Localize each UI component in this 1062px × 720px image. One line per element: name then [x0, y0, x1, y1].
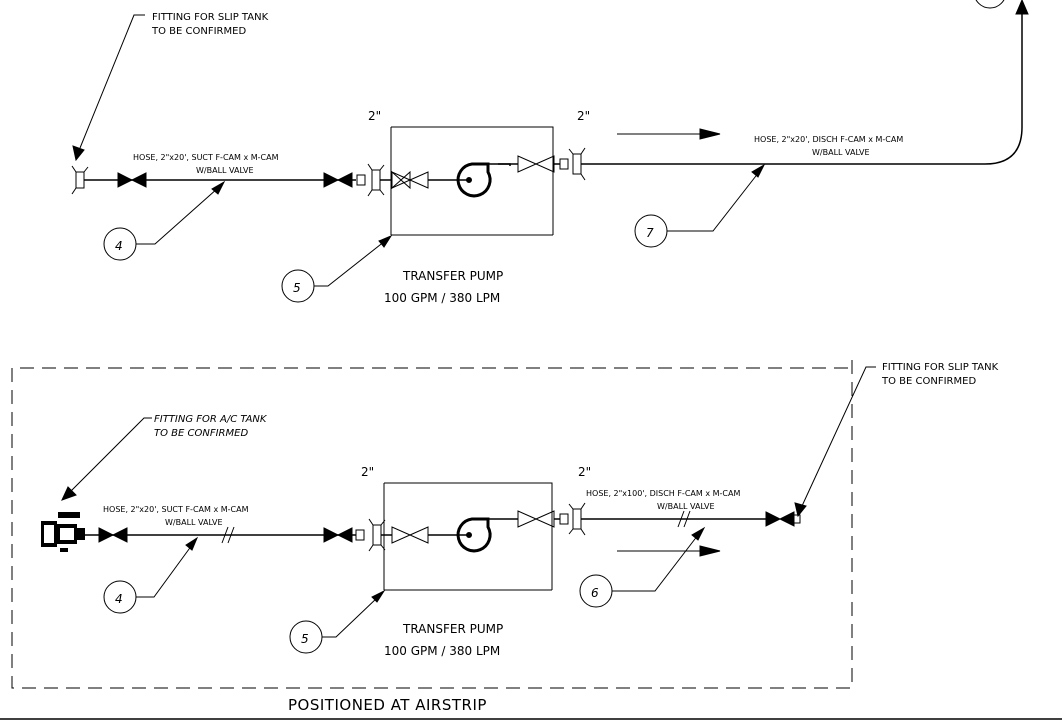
bottom-discharge-hose-line1: HOSE, 2"x100', DISCH F-CAM x M-CAM	[586, 489, 740, 498]
airstrip-label: POSITIONED AT AIRSTRIP	[288, 696, 487, 714]
bottom-inlet-coupling-icon	[355, 529, 365, 541]
bottom-discharge-break-icon	[677, 510, 691, 528]
airstrip-boundary	[11, 360, 853, 689]
top-discharge-hose-line	[581, 12, 1023, 165]
bottom-inlet-size: 2"	[361, 465, 374, 479]
bottom-callout-4-label: 4	[115, 592, 123, 606]
top-flow-arrow-icon	[699, 128, 721, 140]
bottom-outlet-coupling-icon	[559, 513, 569, 525]
bottom-right-fitting-note: FITTING FOR SLIP TANK TO BE CONFIRMED	[794, 362, 999, 518]
bottom-discharge-hose-line2: W/BALL VALVE	[657, 502, 715, 511]
bottom-camlock-coupling-icon	[41, 512, 85, 552]
top-discharge-hose-line1: HOSE, 2"x20', DISCH F-CAM x M-CAM	[754, 135, 903, 144]
top-offscreen-callout	[975, 0, 1005, 9]
top-fitting-note-line1: FITTING FOR SLIP TANK	[152, 12, 269, 23]
top-outlet-size: 2"	[577, 109, 590, 123]
bottom-callout-5-label: 5	[301, 632, 309, 646]
bottom-flow-arrow-icon	[699, 545, 721, 557]
bottom-pump-title: TRANSFER PUMP	[402, 622, 503, 636]
bottom-assembly: POSITIONED AT AIRSTRIP FITTING FOR SLIP …	[11, 360, 999, 714]
bottom-pump-enclosure	[383, 482, 553, 591]
bottom-right-fitting-arrow-icon	[794, 502, 807, 518]
bottom-outlet-size: 2"	[578, 465, 591, 479]
bottom-outlet-gate-valve-icon	[517, 510, 555, 528]
top-callout-5-arrow-icon	[378, 234, 393, 248]
bottom-callout-5-arrow-icon	[371, 589, 386, 603]
top-fitting-note-line2: TO BE CONFIRMED	[151, 26, 246, 37]
top-fitting-leader-arrow-icon	[72, 145, 85, 162]
top-pump-title: TRANSFER PUMP	[402, 269, 503, 283]
top-fitting-note: FITTING FOR SLIP TANK TO BE CONFIRMED	[72, 12, 269, 162]
bottom-right-fitting-line2: TO BE CONFIRMED	[881, 376, 976, 387]
bottom-callout-6-label: 6	[591, 586, 599, 600]
bottom-left-fitting-arrow-icon	[61, 486, 77, 501]
bottom-callout-6: 6	[579, 526, 706, 608]
top-ball-valve-2-icon	[323, 172, 340, 188]
top-callout-5: 5	[281, 234, 393, 303]
top-centrifugal-pump-icon	[444, 162, 492, 198]
bottom-ball-valve-1-icon	[98, 527, 115, 543]
top-ball-valve-1-icon	[117, 172, 134, 188]
bottom-slip-tank-fitting-icon	[793, 514, 801, 524]
top-callout-4: 4	[103, 180, 226, 261]
bottom-inlet-gate-valve-icon	[391, 526, 429, 544]
bottom-callout-4-arrow-icon	[185, 536, 199, 551]
top-callout-7-label: 7	[646, 226, 654, 240]
top-callout-4-label: 4	[115, 239, 123, 253]
bottom-callout-5: 5	[289, 589, 386, 654]
bottom-callout-4: 4	[103, 536, 199, 614]
top-suction-hose-line1: HOSE, 2"x20', SUCT F-CAM x M-CAM	[133, 153, 279, 162]
bottom-suction-hose-line1: HOSE, 2"x20', SUCT F-CAM x M-CAM	[103, 505, 249, 514]
top-callout-7: 7	[634, 163, 766, 248]
top-outlet-coupling-icon	[559, 158, 569, 170]
top-assembly: FITTING FOR SLIP TANK TO BE CONFIRMED HO…	[71, 0, 1029, 305]
bottom-suction-break-icon	[221, 526, 235, 544]
top-inlet-coupling-icon	[356, 174, 366, 186]
top-outlet-gate-valve-icon	[517, 155, 555, 173]
top-discharge-up-arrow-icon	[1015, 0, 1029, 15]
top-pump-enclosure	[390, 126, 554, 236]
top-inlet-gate-valve-icon	[391, 170, 429, 190]
top-inlet-size: 2"	[368, 109, 381, 123]
bottom-callout-6-arrow-icon	[691, 526, 706, 541]
bottom-right-fitting-line1: FITTING FOR SLIP TANK	[882, 362, 999, 373]
bottom-pump-capacity: 100 GPM / 380 LPM	[384, 644, 500, 658]
bottom-left-fitting-line2: TO BE CONFIRMED	[154, 428, 248, 439]
bottom-ball-valve-2-icon	[323, 527, 340, 543]
top-callout-4-arrow-icon	[211, 180, 226, 195]
bottom-centrifugal-pump-icon	[444, 517, 492, 553]
top-fitting-leader	[79, 14, 145, 149]
top-callout-5-label: 5	[293, 281, 301, 295]
bottom-left-fitting-line1: FITTING FOR A/C TANK	[154, 414, 268, 425]
top-discharge-hose-line2: W/BALL VALVE	[812, 148, 870, 157]
top-suction-hose-line2: W/BALL VALVE	[196, 166, 254, 175]
bottom-left-fitting-note: FITTING FOR A/C TANK TO BE CONFIRMED	[61, 414, 268, 501]
top-pump-capacity: 100 GPM / 380 LPM	[384, 291, 500, 305]
bottom-suction-hose-line2: W/BALL VALVE	[165, 518, 223, 527]
bottom-ball-valve-3-icon	[765, 511, 782, 527]
top-callout-7-arrow-icon	[751, 163, 766, 178]
